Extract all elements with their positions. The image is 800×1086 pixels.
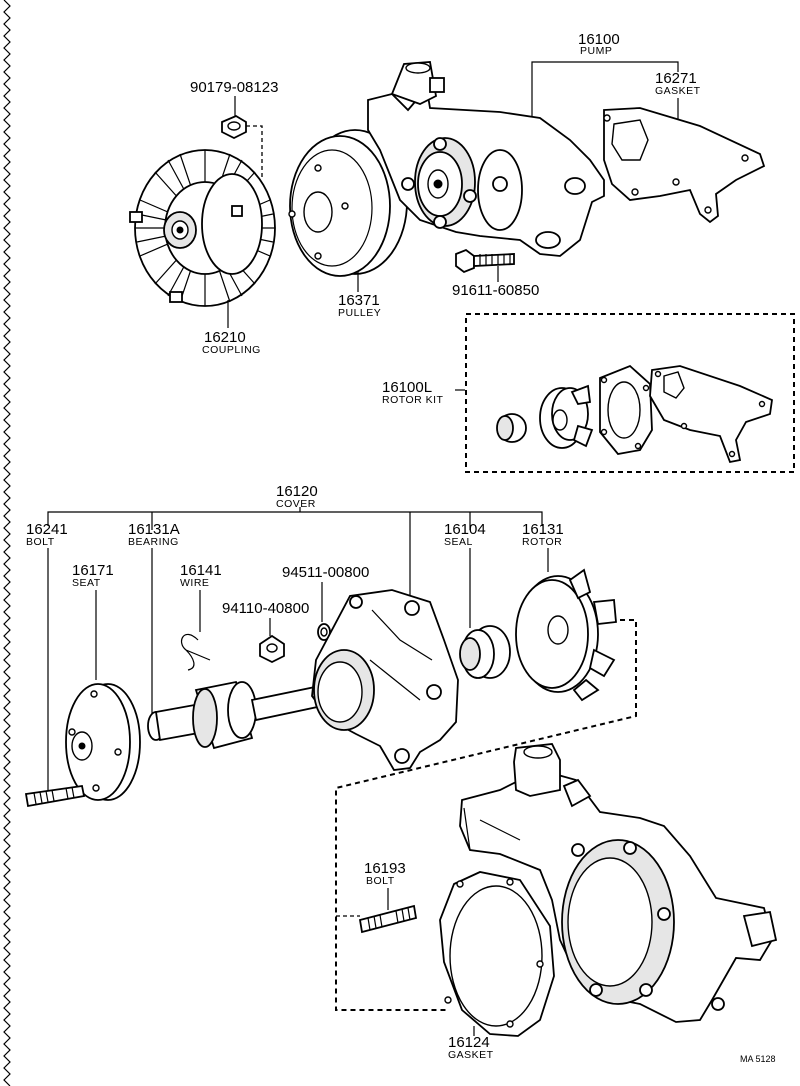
bearing-drawing xyxy=(147,680,323,750)
bolt-pump-drawing xyxy=(455,248,515,274)
bolt-seat-number: 16241 xyxy=(26,521,68,538)
pump-leader xyxy=(531,61,679,128)
rotor-kit-number: 16100L xyxy=(382,379,432,396)
binding-edge xyxy=(3,0,11,1086)
rotor-name: ROTOR xyxy=(522,536,562,548)
wire-name: WIRE xyxy=(180,577,209,589)
gasket-bottom-number: 16124 xyxy=(448,1034,490,1051)
seat-number: 16171 xyxy=(72,562,114,579)
pump-name: PUMP xyxy=(580,45,612,57)
bolt-stud-number: 16193 xyxy=(364,860,406,877)
rotor-kit-rotor-drawing xyxy=(539,384,594,449)
nut-top-number: 90179-08123 xyxy=(190,79,278,96)
rotor-kit-seal-drawing xyxy=(496,413,527,443)
assembly-dash-line xyxy=(335,619,637,1011)
bolt-stud-drawing xyxy=(358,904,418,934)
figure-reference: MA 5128 xyxy=(740,1054,776,1064)
seal-drawing xyxy=(459,625,511,679)
rotor-kit-gasket2-drawing xyxy=(649,365,773,464)
gasket-bottom-drawing xyxy=(439,871,555,1037)
pump-drawing xyxy=(367,61,605,257)
rotor-kit-gasket-drawing xyxy=(599,364,653,455)
bearing-name: BEARING xyxy=(128,536,179,548)
bolt-seat-drawing xyxy=(24,784,86,808)
coupling-number: 16210 xyxy=(204,329,246,346)
pulley-name: PULLEY xyxy=(338,307,381,319)
cover-bracket xyxy=(47,511,543,526)
seal-number: 16104 xyxy=(444,521,486,538)
pump-number: 16100 xyxy=(578,31,620,48)
bolt-seat-name: BOLT xyxy=(26,536,55,548)
bolt-stud-name: BOLT xyxy=(366,875,395,887)
washer-number: 94511-00800 xyxy=(282,564,369,581)
bolt-pump-number: 91611-60850 xyxy=(452,282,539,299)
rotor-kit-box xyxy=(465,313,795,473)
gasket-top-name: GASKET xyxy=(655,85,701,97)
rotor-drawing xyxy=(515,568,617,702)
nut-top-drawing xyxy=(221,114,247,140)
gasket-top-number: 16271 xyxy=(655,70,697,87)
pulley-drawing xyxy=(288,129,408,277)
coupling-name: COUPLING xyxy=(202,344,261,356)
wire-number: 16141 xyxy=(180,562,222,579)
rotor-kit-name: ROTOR KIT xyxy=(382,394,444,406)
nut-cover-number: 94110-40800 xyxy=(222,600,309,617)
gasket-top-drawing xyxy=(603,107,766,224)
cover-name: COVER xyxy=(276,498,316,510)
wire-drawing xyxy=(181,633,211,671)
bearing-number: 16131A xyxy=(128,521,180,538)
seal-name: SEAL xyxy=(444,536,473,548)
gasket-bottom-name: GASKET xyxy=(448,1049,494,1061)
seat-drawing xyxy=(65,683,141,801)
rotor-number: 16131 xyxy=(522,521,564,538)
seat-name: SEAT xyxy=(72,577,101,589)
coupling-drawing xyxy=(129,149,276,307)
washer-hole xyxy=(320,627,328,637)
pulley-number: 16371 xyxy=(338,292,380,309)
cover-number: 16120 xyxy=(276,483,318,500)
nut-cover-drawing xyxy=(259,634,285,664)
pump-housing-drawing xyxy=(459,743,778,1023)
cover-drawing xyxy=(311,589,459,771)
nut-top-dash xyxy=(246,125,263,178)
